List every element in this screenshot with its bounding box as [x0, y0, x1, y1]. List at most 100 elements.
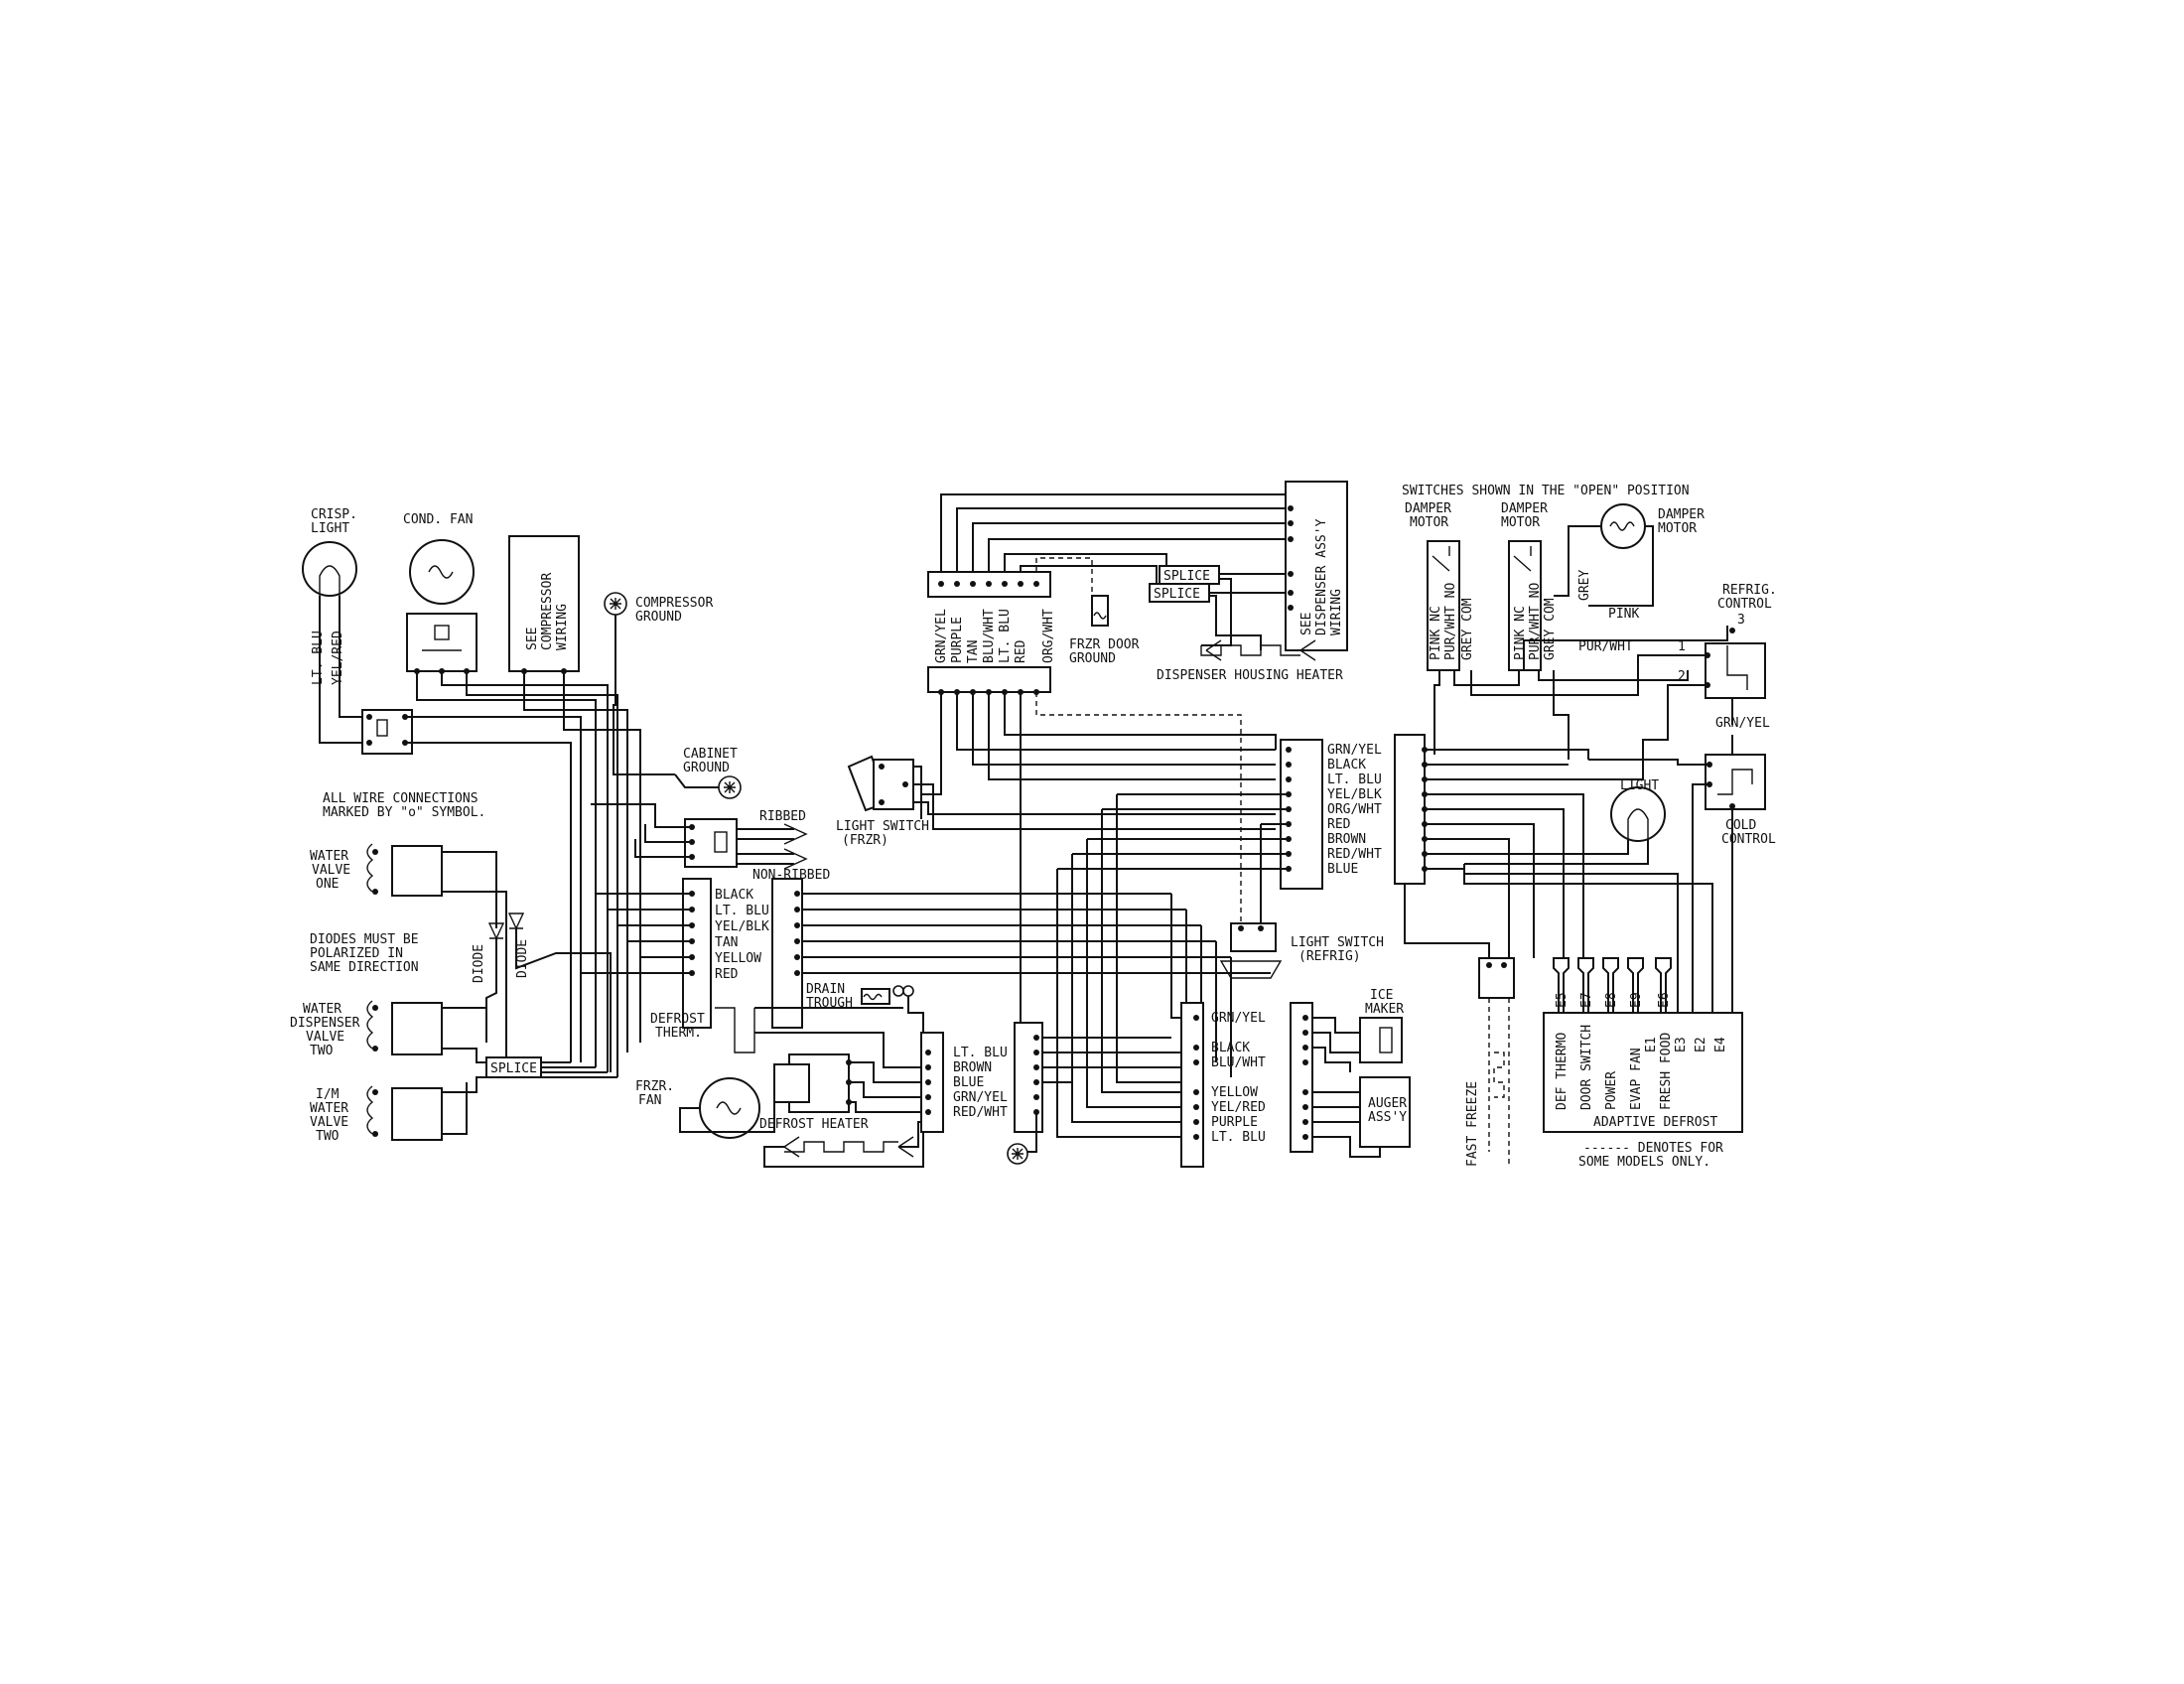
- im-valve-1: I/M: [316, 1087, 340, 1102]
- cabinet-ground-label-2: GROUND: [683, 761, 730, 775]
- top-harness-wire-2: PURPLE: [950, 617, 965, 663]
- ice-conn-wire-5: YEL/RED: [1211, 1100, 1266, 1115]
- damper-motor-3-label-2: MOTOR: [1658, 521, 1697, 536]
- right-connector-block: [1394, 734, 1428, 885]
- adaptive-fn-6: FRESH FOOD: [1659, 1033, 1674, 1110]
- compressor-wiring-box: SEE COMPRESSOR WIRING: [508, 535, 580, 674]
- water-dispenser-valve-two: WATER DISPENSER VALVE TWO: [290, 1000, 443, 1058]
- pur-wht-wire-label: PUR/WHT: [1578, 639, 1633, 654]
- see-compressor-2: COMPRESSOR: [540, 573, 555, 650]
- crisper-light: CRISP. LIGHT: [302, 507, 357, 597]
- adaptive-terminal-e5: E5: [1555, 992, 1570, 1008]
- condenser-fan: COND. FAN: [403, 512, 478, 674]
- lt-blu-wire-label: LT. BLU: [311, 631, 326, 685]
- ice-conn-wire-1: GRN/YEL: [1211, 1011, 1266, 1026]
- cold-control-label-1: COLD: [1725, 818, 1756, 833]
- left-conn-wire-4: TAN: [715, 935, 738, 950]
- frzr-door-ground-1: FRZR DOOR: [1069, 637, 1140, 652]
- top-harness-wire-4: BLU/WHT: [982, 609, 997, 663]
- damper-motor-3-label-1: DAMPER: [1658, 507, 1705, 522]
- left-conn-wire-2: LT. BLU: [715, 904, 769, 918]
- adaptive-terminal-e9: E9: [1629, 992, 1644, 1008]
- top-harness-wire-6: RED: [1014, 639, 1028, 663]
- fan-connector-block: LT. BLU BROWN BLUE GRN/YEL RED/WHT: [920, 1032, 1008, 1133]
- damper-motor-switch-2: DAMPER MOTOR PINK NC PUR/WHT NO GREY COM: [1501, 501, 1558, 671]
- refrig-control-label-1: REFRIG.: [1722, 583, 1777, 598]
- top-harness-wire-3: TAN: [966, 640, 981, 663]
- adaptive-fn-3: POWER: [1604, 1071, 1619, 1110]
- damper-1-wire-2: PUR/WHT NO: [1443, 583, 1458, 660]
- light-switch-refrig-2: (REFRIG): [1298, 949, 1361, 964]
- ribbed-connector: RIBBED NON-RIBBED: [684, 809, 830, 883]
- diodes-note-1: DIODES MUST BE: [310, 932, 419, 947]
- denotes-note-1: ------ DENOTES FOR: [1583, 1141, 1723, 1156]
- refrig-control: REFRIG. CONTROL 3 1 2: [1678, 583, 1777, 699]
- adaptive-fn-1: DEF THERMO: [1555, 1033, 1570, 1110]
- frzr-fan-2: FAN: [638, 1093, 661, 1108]
- dispenser-housing-heater-label: DISPENSER HOUSING HEATER: [1157, 668, 1343, 683]
- diode-symbols: DIODE DIODE: [472, 912, 530, 983]
- left-connector-block: BLACK LT. BLU YEL/BLK TAN YELLOW RED: [682, 878, 803, 1029]
- damper-2-wire-3: GREY COM: [1543, 598, 1558, 660]
- refrig-control-label-2: CONTROL: [1717, 597, 1772, 612]
- light-switch-frzr-2: (FRZR): [842, 833, 888, 848]
- auger-assy: AUGER ASS'Y: [1359, 1076, 1411, 1148]
- top-harness-wire-5: LT. BLU: [998, 609, 1013, 663]
- water-valve-one-1: WATER: [310, 849, 348, 864]
- adaptive-terminal-e7: E7: [1579, 992, 1594, 1008]
- defrost-heater: DEFROST HEATER: [759, 1117, 914, 1158]
- damper-motor-2-label-2: MOTOR: [1501, 515, 1540, 530]
- cabinet-ground-label-1: CABINET: [683, 747, 738, 762]
- adaptive-terminal-e6: E6: [1657, 992, 1672, 1008]
- left-conn-wire-6: RED: [715, 967, 739, 982]
- light-switch-frzr-1: LIGHT SWITCH: [836, 819, 929, 834]
- compressor-ground-label-2: GROUND: [635, 610, 682, 625]
- top-harness-wire-7: ORG/WHT: [1041, 609, 1056, 663]
- light-switch-refrig-1: LIGHT SWITCH: [1291, 935, 1384, 950]
- ice-conn-wire-6: PURPLE: [1211, 1115, 1258, 1130]
- splice-left-label: SPLICE: [490, 1061, 537, 1076]
- mid-conn-wire-8: RED/WHT: [1327, 847, 1382, 862]
- ice-conn-wire-3: BLU/WHT: [1211, 1055, 1266, 1070]
- left-conn-wire-5: YELLOW: [715, 951, 761, 966]
- frzr-door-ground-2: GROUND: [1069, 651, 1116, 666]
- mid-conn-wire-2: BLACK: [1327, 758, 1366, 772]
- damper-2-wire-2: PUR/WHT NO: [1528, 583, 1543, 660]
- ice-conn-wire-2: BLACK: [1211, 1041, 1250, 1055]
- crisp-light-label-1: CRISP.: [311, 507, 357, 522]
- freezer-ground-icon: [1007, 1143, 1028, 1165]
- splice-top-2-label: SPLICE: [1154, 587, 1200, 602]
- mid-conn-wire-7: BROWN: [1327, 832, 1366, 847]
- water-valve-one: WATER VALVE ONE: [310, 843, 443, 897]
- switches-note: SWITCHES SHOWN IN THE "OPEN" POSITION: [1402, 484, 1690, 498]
- water-valve-one-2: VALVE: [312, 863, 350, 878]
- refrig-control-terminal-3: 3: [1737, 613, 1745, 628]
- diodes-note-3: SAME DIRECTION: [310, 960, 419, 975]
- damper-2-wire-1: PINK NC: [1513, 606, 1528, 660]
- cold-control: COLD CONTROL: [1705, 754, 1776, 847]
- cond-fan-label: COND. FAN: [403, 512, 473, 527]
- dispenser-assy-3: WIRING: [1329, 589, 1344, 635]
- denotes-note-2: SOME MODELS ONLY.: [1578, 1155, 1710, 1170]
- adaptive-fn-2: DOOR SWITCH: [1579, 1025, 1594, 1110]
- im-valve-3: VALVE: [310, 1115, 348, 1130]
- fast-freeze-switch: FAST FREEZE: [1465, 957, 1515, 1167]
- damper-motor-switch-1: DAMPER MOTOR PINK NC PUR/WHT NO GREY COM: [1405, 501, 1475, 671]
- adaptive-fn-9: E4: [1713, 1037, 1728, 1052]
- crisp-light-label-2: LIGHT: [311, 521, 349, 536]
- drain-trough-1: DRAIN: [806, 982, 845, 997]
- fan-conn-wire-3: BLUE: [953, 1075, 984, 1090]
- left-conn-wire-3: YEL/BLK: [715, 919, 769, 934]
- ice-conn-wire-7: LT. BLU: [1211, 1130, 1266, 1145]
- im-valve-4: TWO: [316, 1129, 340, 1144]
- see-compressor-3: WIRING: [555, 604, 570, 650]
- mid-conn-wire-3: LT. BLU: [1327, 772, 1382, 787]
- defrost-thermostat: DEFROST THERM.: [650, 1007, 755, 1053]
- ice-auger-connector: [1290, 1002, 1313, 1153]
- damper-motor-1-label-2: MOTOR: [1410, 515, 1448, 530]
- ice-maker-2: MAKER: [1365, 1002, 1404, 1017]
- dispenser-valve-2: DISPENSER: [290, 1016, 360, 1031]
- diode-label-1: DIODE: [472, 944, 486, 983]
- pink-wire-label: PINK: [1608, 607, 1639, 622]
- mid-conn-wire-6: RED: [1327, 817, 1351, 832]
